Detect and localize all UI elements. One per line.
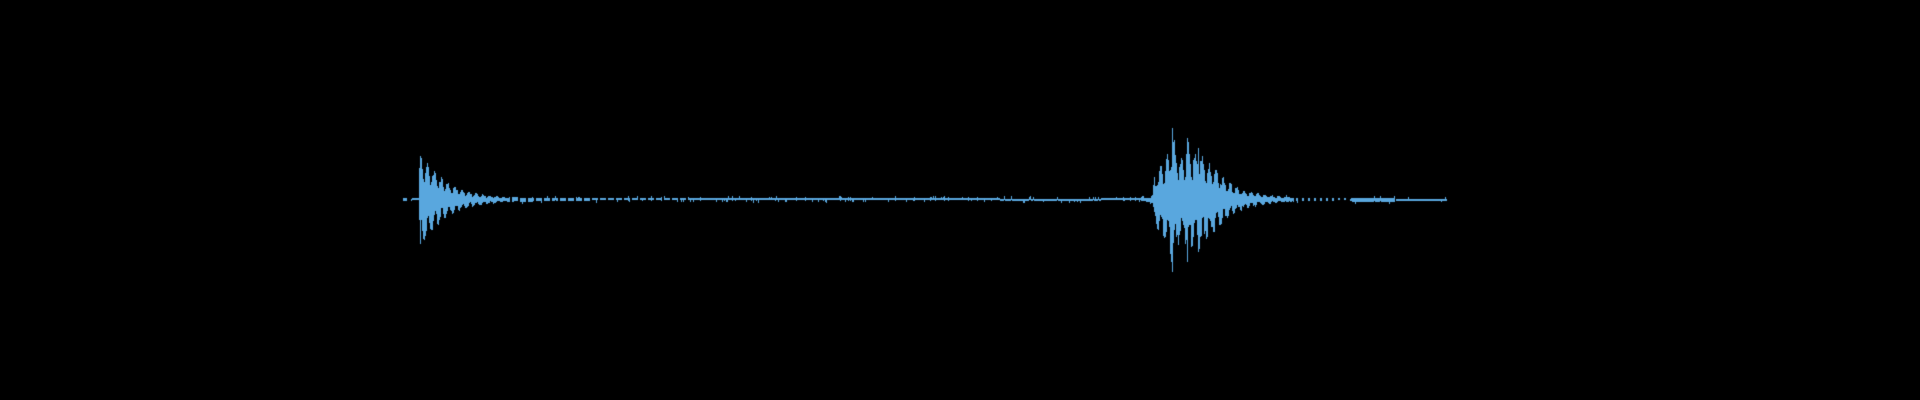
audio-waveform[interactable] — [0, 0, 1920, 400]
waveform-player — [0, 0, 1920, 400]
